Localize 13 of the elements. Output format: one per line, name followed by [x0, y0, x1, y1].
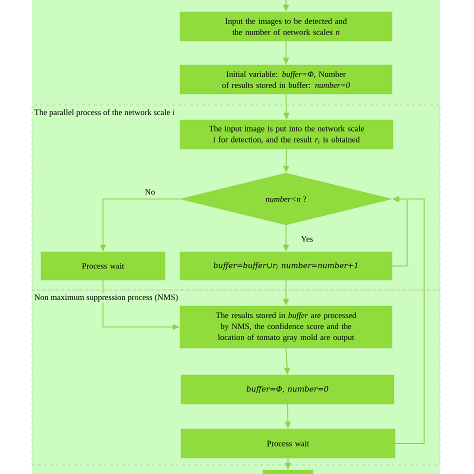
process-box: The results stored in buffer are processed by NMS, the confidence score and the location of tomato gray mold are output — [180, 306, 392, 348]
process-box — [262, 470, 314, 474]
process-box: Process wait — [180, 428, 396, 458]
process-box: Process wait — [40, 252, 166, 280]
process-box: Initial variable: buffer=Φ, Number of results stored in buffer: number=0 — [180, 64, 392, 94]
region-heading: Non maximum suppression process (NMS) — [33, 293, 180, 303]
edge-label: Yes — [300, 235, 314, 243]
process-box: The input image is put into the network scale i for detection, and the result r$_{i}$ is obtained — [180, 120, 394, 150]
process-box: Input the images to be detected and the number of network scales n — [180, 12, 392, 42]
dashed-region — [32, 290, 440, 466]
dashed-region — [32, 104, 440, 290]
edge-label: No — [144, 188, 156, 196]
region-heading: The parallel process of the network scale i — [33, 108, 176, 118]
